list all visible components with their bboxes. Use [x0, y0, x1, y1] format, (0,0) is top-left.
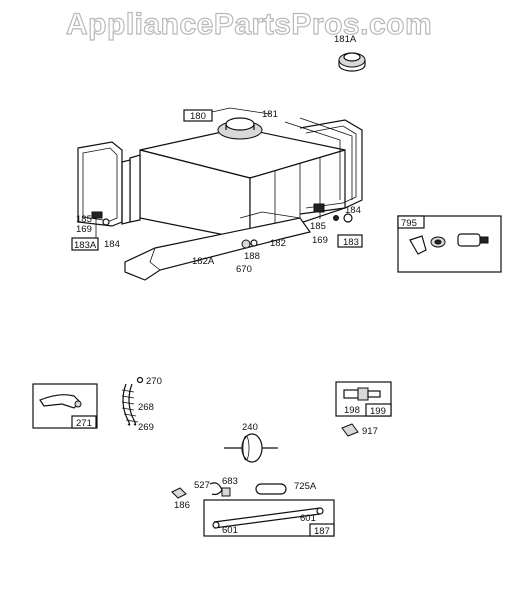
label-270: 270 — [146, 376, 162, 387]
label-670: 670 — [236, 264, 252, 275]
label-185-left: 185 — [76, 214, 92, 225]
fuel-line-268: 270 268 269 — [121, 376, 162, 433]
label-725a: 725A — [294, 481, 317, 492]
label-186: 186 — [174, 500, 190, 511]
label-188: 188 — [244, 251, 260, 262]
fuel-filter-240: 240 — [224, 422, 278, 463]
clips-527-683: 527 683 — [194, 476, 238, 497]
shutoff-valve-795: 795 — [397, 215, 502, 273]
tank-strap-left: 185 169 183A 184 — [71, 141, 123, 251]
label-184-left: 184 — [104, 239, 120, 250]
label-683: 683 — [222, 476, 238, 487]
fuel-line-187: 601 601 187 — [203, 499, 335, 537]
fitting-186: 186 — [171, 487, 190, 511]
hose-725a: 725A — [255, 481, 317, 495]
label-183: 183 — [343, 237, 359, 248]
label-795: 795 — [401, 218, 417, 229]
label-601-left: 601 — [222, 525, 238, 536]
label-169-right: 169 — [312, 235, 328, 246]
label-268: 268 — [138, 402, 154, 413]
tank-base-bracket: 182A 182 188 670 — [124, 211, 312, 281]
label-182: 182 — [270, 238, 286, 249]
label-187: 187 — [314, 526, 330, 537]
label-240: 240 — [242, 422, 258, 433]
label-169-left: 169 — [76, 224, 92, 235]
label-185-right: 185 — [310, 221, 326, 232]
fuel-lever-271: 271 — [32, 383, 98, 429]
watermark-logo-text: AppliancePartsPros.com — [66, 8, 432, 41]
label-199: 199 — [370, 406, 386, 417]
label-917: 917 — [362, 426, 378, 437]
label-601-right: 601 — [300, 513, 316, 524]
label-180: 180 — [190, 111, 206, 122]
part-917: 917 — [341, 423, 378, 437]
tank-strap-right: 184 185 169 183 — [299, 119, 363, 248]
label-184-right: 184 — [345, 205, 361, 216]
label-271: 271 — [76, 418, 92, 429]
label-269: 269 — [138, 422, 154, 433]
label-198: 198 — [344, 405, 360, 416]
label-527: 527 — [194, 480, 210, 491]
label-182a: 182A — [192, 256, 215, 267]
label-181a: 181A — [334, 34, 357, 45]
fuel-cap-181a: 181A — [334, 34, 366, 72]
label-181: 181 — [262, 109, 278, 120]
label-183a: 183A — [74, 240, 97, 251]
valve-198-199: 198 199 — [335, 381, 392, 417]
